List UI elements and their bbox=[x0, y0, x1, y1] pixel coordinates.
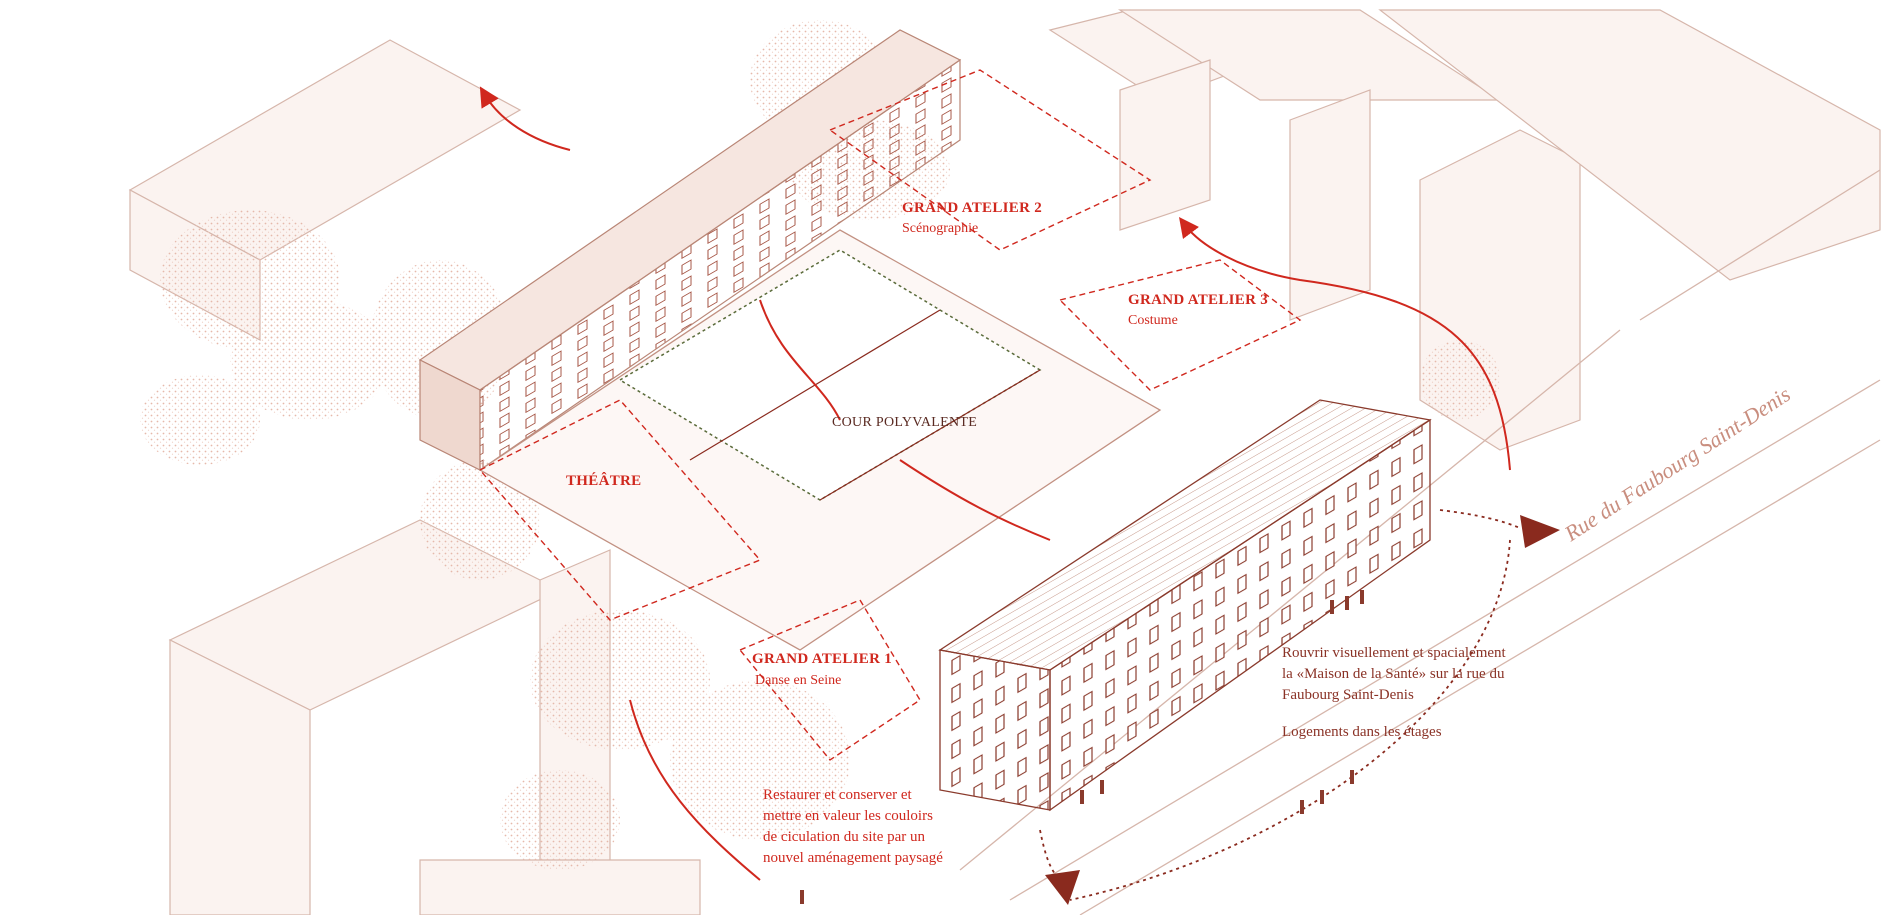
maison-de-la-sante bbox=[938, 399, 1432, 812]
flow-arrows bbox=[479, 86, 1511, 881]
grand-atelier-2-subtitle: Scénographie bbox=[902, 221, 979, 236]
theatre-label: THÉÂTRE bbox=[566, 473, 642, 489]
note-rouvrir: Rouvrir visuellement et spacialement la … bbox=[1282, 645, 1506, 703]
note-logements: Logements dans les étages bbox=[1282, 724, 1442, 740]
grand-atelier-3-title: GRAND ATELIER 3 bbox=[1128, 292, 1269, 308]
curved-arrow-icon bbox=[479, 86, 571, 151]
programme-zones bbox=[478, 69, 1302, 761]
grand-atelier-2-title: GRAND ATELIER 2 bbox=[902, 200, 1043, 216]
cour-polyvalente-label: COUR POLYVALENTE bbox=[832, 415, 978, 430]
arrow-heads bbox=[1045, 515, 1560, 905]
note-restaurer: Restaurer et conserver et mettre en vale… bbox=[763, 787, 943, 866]
pedestrians bbox=[800, 590, 1364, 904]
dotted-arrow-icon bbox=[1439, 509, 1521, 529]
grand-atelier-1-subtitle: Danse en Seine bbox=[755, 673, 842, 688]
curved-arrow-icon bbox=[1178, 217, 1511, 471]
grand-atelier-1-title: GRAND ATELIER 1 bbox=[752, 651, 893, 667]
north-slab-building bbox=[418, 29, 962, 472]
dotted-arrow-icon bbox=[1045, 870, 1080, 905]
dotted-arrow-icon bbox=[1520, 515, 1560, 548]
atelier-ring bbox=[478, 229, 1162, 651]
grand-atelier-3-subtitle: Costume bbox=[1128, 313, 1178, 328]
